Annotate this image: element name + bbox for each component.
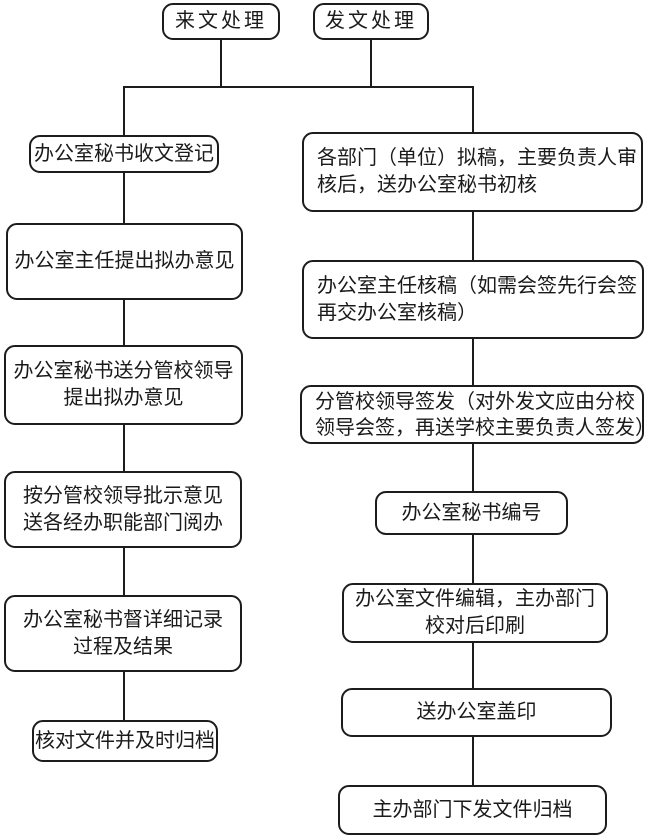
connector-line xyxy=(123,300,125,346)
connector-line xyxy=(123,86,125,136)
node-text-line: 办公室秘书编号 xyxy=(401,501,542,524)
connector-line xyxy=(370,40,372,88)
node-text-line: 分管校领导签发（对外发文应由分校 xyxy=(315,390,635,413)
node-text-line: 按分管校领导批示意见 xyxy=(23,484,223,507)
connector-line xyxy=(123,173,125,224)
connector-line xyxy=(472,339,474,386)
connector-line xyxy=(472,212,474,261)
node-forward-departments: 按分管校领导批示意见 送各经办职能部门阅办 xyxy=(4,471,242,548)
connector-line xyxy=(123,672,125,721)
node-text-line: 办公室秘书送分管校领导 xyxy=(13,360,234,382)
node-text-line: 办公室秘书督详细记录 xyxy=(23,608,223,631)
node-text-line: 再交办公室核稿） xyxy=(317,301,477,324)
node-text-line: 校对后印刷 xyxy=(425,615,525,637)
node-check-archive: 核对文件并及时归档 xyxy=(32,720,218,762)
node-text-line: 主办部门下发文件归档 xyxy=(372,798,573,821)
connector-line xyxy=(220,40,222,88)
node-text-line: 来文处理 xyxy=(175,10,267,32)
connector-line xyxy=(472,444,474,492)
node-send-school-leader: 办公室秘书送分管校领导 提出拟办意见 xyxy=(4,345,243,425)
node-text-line: 办公室文件编辑，主办部门 xyxy=(355,588,595,610)
node-text-line: 过程及结果 xyxy=(73,635,173,658)
node-text-line: 核对文件并及时归档 xyxy=(35,729,215,752)
connector-line xyxy=(472,535,474,584)
node-text-line: 办公室主任核稿（如需会签先行会签 xyxy=(317,274,637,297)
node-incoming-processing: 来文处理 xyxy=(162,3,280,40)
node-office-stamp: 送办公室盖印 xyxy=(341,688,612,737)
connector-line xyxy=(123,425,125,472)
node-text-line: 领导会签，再送学校主要负责人签发） xyxy=(315,416,650,439)
node-department-draft-review: 各部门（单位）拟稿，主要负责人审 核后，送办公室秘书初核 xyxy=(302,132,643,212)
node-issue-archive: 主办部门下发文件归档 xyxy=(338,785,607,835)
node-text-line: 各部门（单位）拟稿，主要负责人审 xyxy=(317,147,637,169)
node-text-line: 办公室主任提出拟办意见 xyxy=(14,250,235,272)
connector-line xyxy=(123,86,474,88)
connector-line xyxy=(472,737,474,786)
node-outgoing-processing: 发文处理 xyxy=(313,3,429,40)
node-text-line: 核后，送办公室秘书初核 xyxy=(317,174,537,196)
connector-line xyxy=(123,548,125,596)
node-edit-proofread-print: 办公室文件编辑，主办部门 校对后印刷 xyxy=(342,583,608,643)
node-leader-signoff: 分管校领导签发（对外发文应由分校 领导会签，再送学校主要负责人签发） xyxy=(300,385,650,444)
node-director-check-draft: 办公室主任核稿（如需会签先行会签 再交办公室核稿） xyxy=(302,260,644,339)
node-receive-register: 办公室秘书收文登记 xyxy=(29,135,219,173)
connector-line xyxy=(472,643,474,689)
connector-line xyxy=(472,86,474,133)
node-text-line: 发文处理 xyxy=(325,10,417,32)
node-text-line: 提出拟办意见 xyxy=(63,387,184,409)
node-text-line: 办公室秘书收文登记 xyxy=(34,142,214,165)
node-text-line: 送各经办职能部门阅办 xyxy=(23,511,223,534)
node-director-draft-opinion: 办公室主任提出拟办意见 xyxy=(6,223,243,300)
node-record-process-results: 办公室秘书督详细记录 过程及结果 xyxy=(4,595,242,672)
node-text-line: 送办公室盖印 xyxy=(416,701,537,723)
node-secretary-numbering: 办公室秘书编号 xyxy=(375,491,568,535)
